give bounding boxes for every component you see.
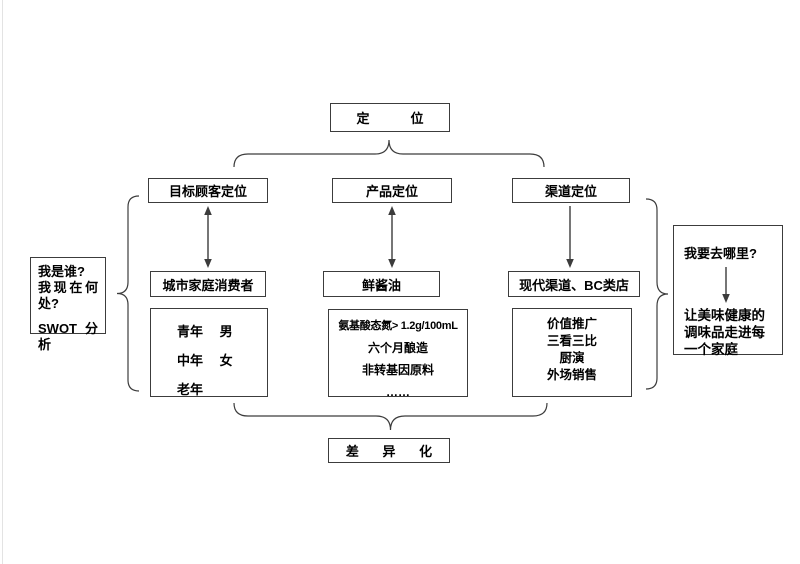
bottom-brace (233, 401, 548, 432)
target-channel-box: 现代渠道、BC类店 (508, 271, 640, 297)
down-arrow-channel-icon (564, 206, 576, 268)
channel-detail-line: 三看三比 (546, 334, 597, 348)
header-channel-positioning: 渠道定位 (512, 178, 630, 203)
header-product-positioning: 产品定位 (332, 178, 452, 203)
customer-detail-line: 青年 男 (177, 324, 233, 339)
customer-detail-line: 中年 女 (177, 353, 233, 368)
product-detail-line: …… (386, 385, 410, 399)
channel-details-box: 价值推广 三看三比 厨演 外场销售 (512, 308, 632, 397)
right-note-question: 我要去哪里? (684, 246, 757, 261)
left-note-line3: SWOT 分析 (38, 321, 98, 352)
double-arrow-product-icon (386, 206, 398, 268)
right-brace (645, 198, 669, 390)
top-brace (233, 139, 545, 169)
channel-detail-line: 价值推广 (546, 317, 597, 331)
page-edge-line (2, 0, 3, 564)
target-customer-box: 城市家庭消费者 (150, 271, 266, 297)
channel-detail-line: 厨演 (559, 351, 585, 365)
right-note-arrow-icon (720, 267, 782, 303)
customer-detail-line: 老年 (177, 382, 204, 397)
channel-detail-line: 外场销售 (546, 368, 597, 382)
right-note-box: 我要去哪里? 让美味健康的调味品走进每一个家庭 (673, 225, 783, 357)
double-arrow-customer-icon (202, 206, 214, 268)
right-note-answer: 让美味健康的调味品走进每一个家庭 (684, 308, 765, 357)
target-product-box: 鲜酱油 (323, 271, 440, 297)
customer-details-box: 青年 男 中年 女 老年 (150, 308, 268, 397)
product-detail-line: 非转基因原料 (361, 363, 434, 377)
left-note-line1: 我是谁? (38, 264, 85, 279)
positioning-title-box: 定 位 (330, 103, 450, 132)
header-customer-positioning: 目标顾客定位 (148, 178, 268, 203)
product-detail-line: 氨基酸态氮> 1.2g/100mL (338, 320, 458, 332)
product-detail-line: 六个月酿造 (367, 341, 428, 355)
left-note-line2: 我现在何处? (38, 280, 98, 311)
left-note-box: 我是谁? 我现在何处? SWOT 分析 (30, 257, 106, 352)
left-brace (116, 195, 140, 392)
product-details-box: 氨基酸态氮> 1.2g/100mL 六个月酿造 非转基因原料 …… (328, 309, 468, 399)
differentiation-box: 差 异 化 (328, 438, 450, 463)
